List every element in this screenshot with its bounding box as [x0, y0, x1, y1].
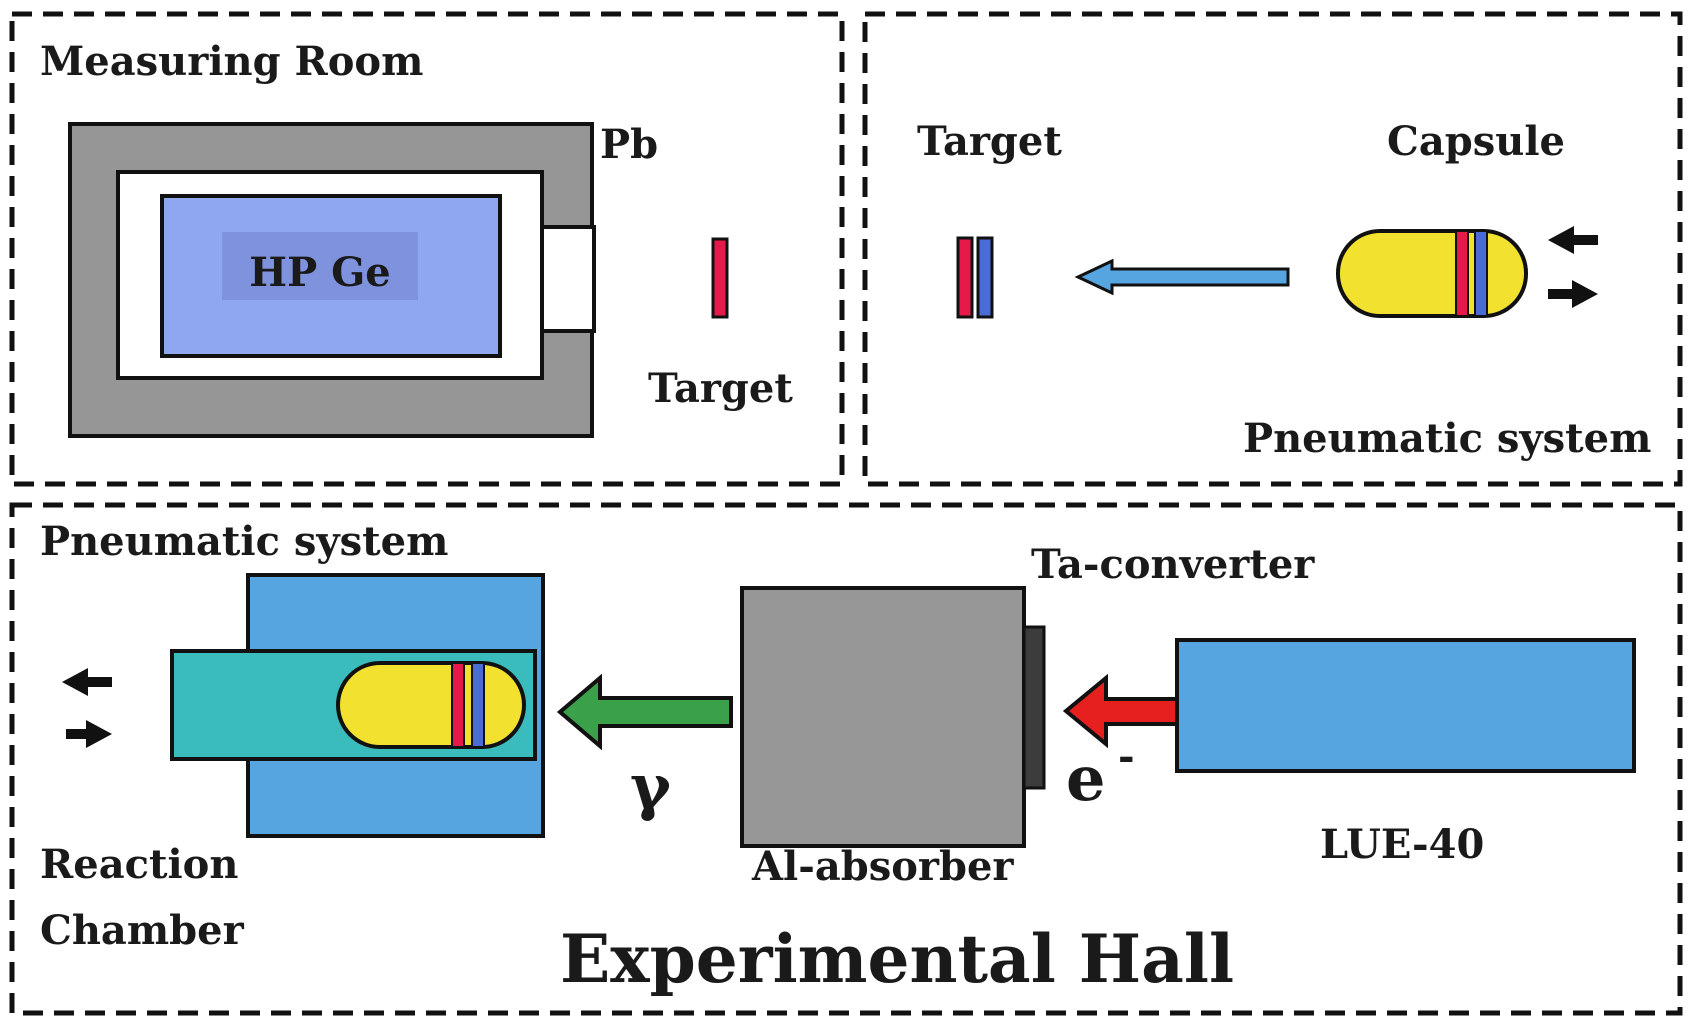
- left-arrow-icon: [1548, 226, 1598, 254]
- experimental-hall-title: Experimental Hall: [560, 920, 1234, 998]
- reaction-chamber: [170, 573, 545, 838]
- electron-charge: -: [1118, 733, 1135, 780]
- ta-converter-label: Ta-converter: [1031, 541, 1315, 588]
- capsule-red-foil: [1455, 230, 1469, 317]
- chamber-capsule-blue-foil: [471, 662, 485, 748]
- hall-pneumatic-label: Pneumatic system: [40, 518, 448, 565]
- lue40-label: LUE-40: [1320, 821, 1484, 868]
- measured-target: [711, 237, 729, 319]
- al-absorber: [740, 586, 1026, 848]
- detector-core: [222, 232, 418, 300]
- capsule-body: [1336, 229, 1528, 318]
- target-blue-foil: [976, 236, 994, 319]
- chamber-capsule-body: [336, 661, 526, 749]
- two-way-arrows-icon: [1548, 226, 1598, 308]
- chamber-label-line2: Chamber: [40, 907, 245, 954]
- measured-target-label: Target: [648, 365, 793, 412]
- capsule-label: Capsule: [1387, 118, 1565, 165]
- target-red-foil: [956, 236, 974, 319]
- hpge-detector: [160, 194, 502, 358]
- measuring-room-title: Measuring Room: [40, 38, 423, 85]
- chamber-label-line1: Reaction: [40, 841, 238, 888]
- lue40-accelerator: [1175, 638, 1636, 773]
- capsule-blue-foil: [1474, 230, 1488, 317]
- electron-symbol: e: [1066, 742, 1105, 815]
- lead-shield-label: Pb: [600, 121, 658, 168]
- capsule: [1336, 229, 1528, 318]
- gamma-beam-arrow: [556, 673, 733, 751]
- measuring-room-frame: [9, 11, 845, 487]
- detector-label: HP Ge: [249, 249, 390, 296]
- transfer-arrow: [1074, 258, 1290, 296]
- hall-left-arrow-icon: [62, 668, 112, 696]
- experimental-hall-frame: [9, 502, 1683, 1016]
- al-absorber-label: Al-absorber: [751, 843, 1014, 890]
- hall-two-way-arrows-icon: [62, 668, 112, 748]
- pneumatic-system-label: Pneumatic system: [1243, 415, 1651, 462]
- transport-target-label: Target: [917, 118, 1062, 165]
- shield-opening: [540, 225, 596, 333]
- ta-converter: [1022, 625, 1046, 790]
- gamma-symbol: γ: [630, 750, 672, 823]
- right-arrow-icon: [1548, 280, 1598, 308]
- hall-right-arrow-icon: [66, 720, 112, 748]
- target-pair: [956, 236, 994, 319]
- chamber-capsule-red-foil: [451, 662, 465, 748]
- transport-panel-frame: [862, 11, 1683, 487]
